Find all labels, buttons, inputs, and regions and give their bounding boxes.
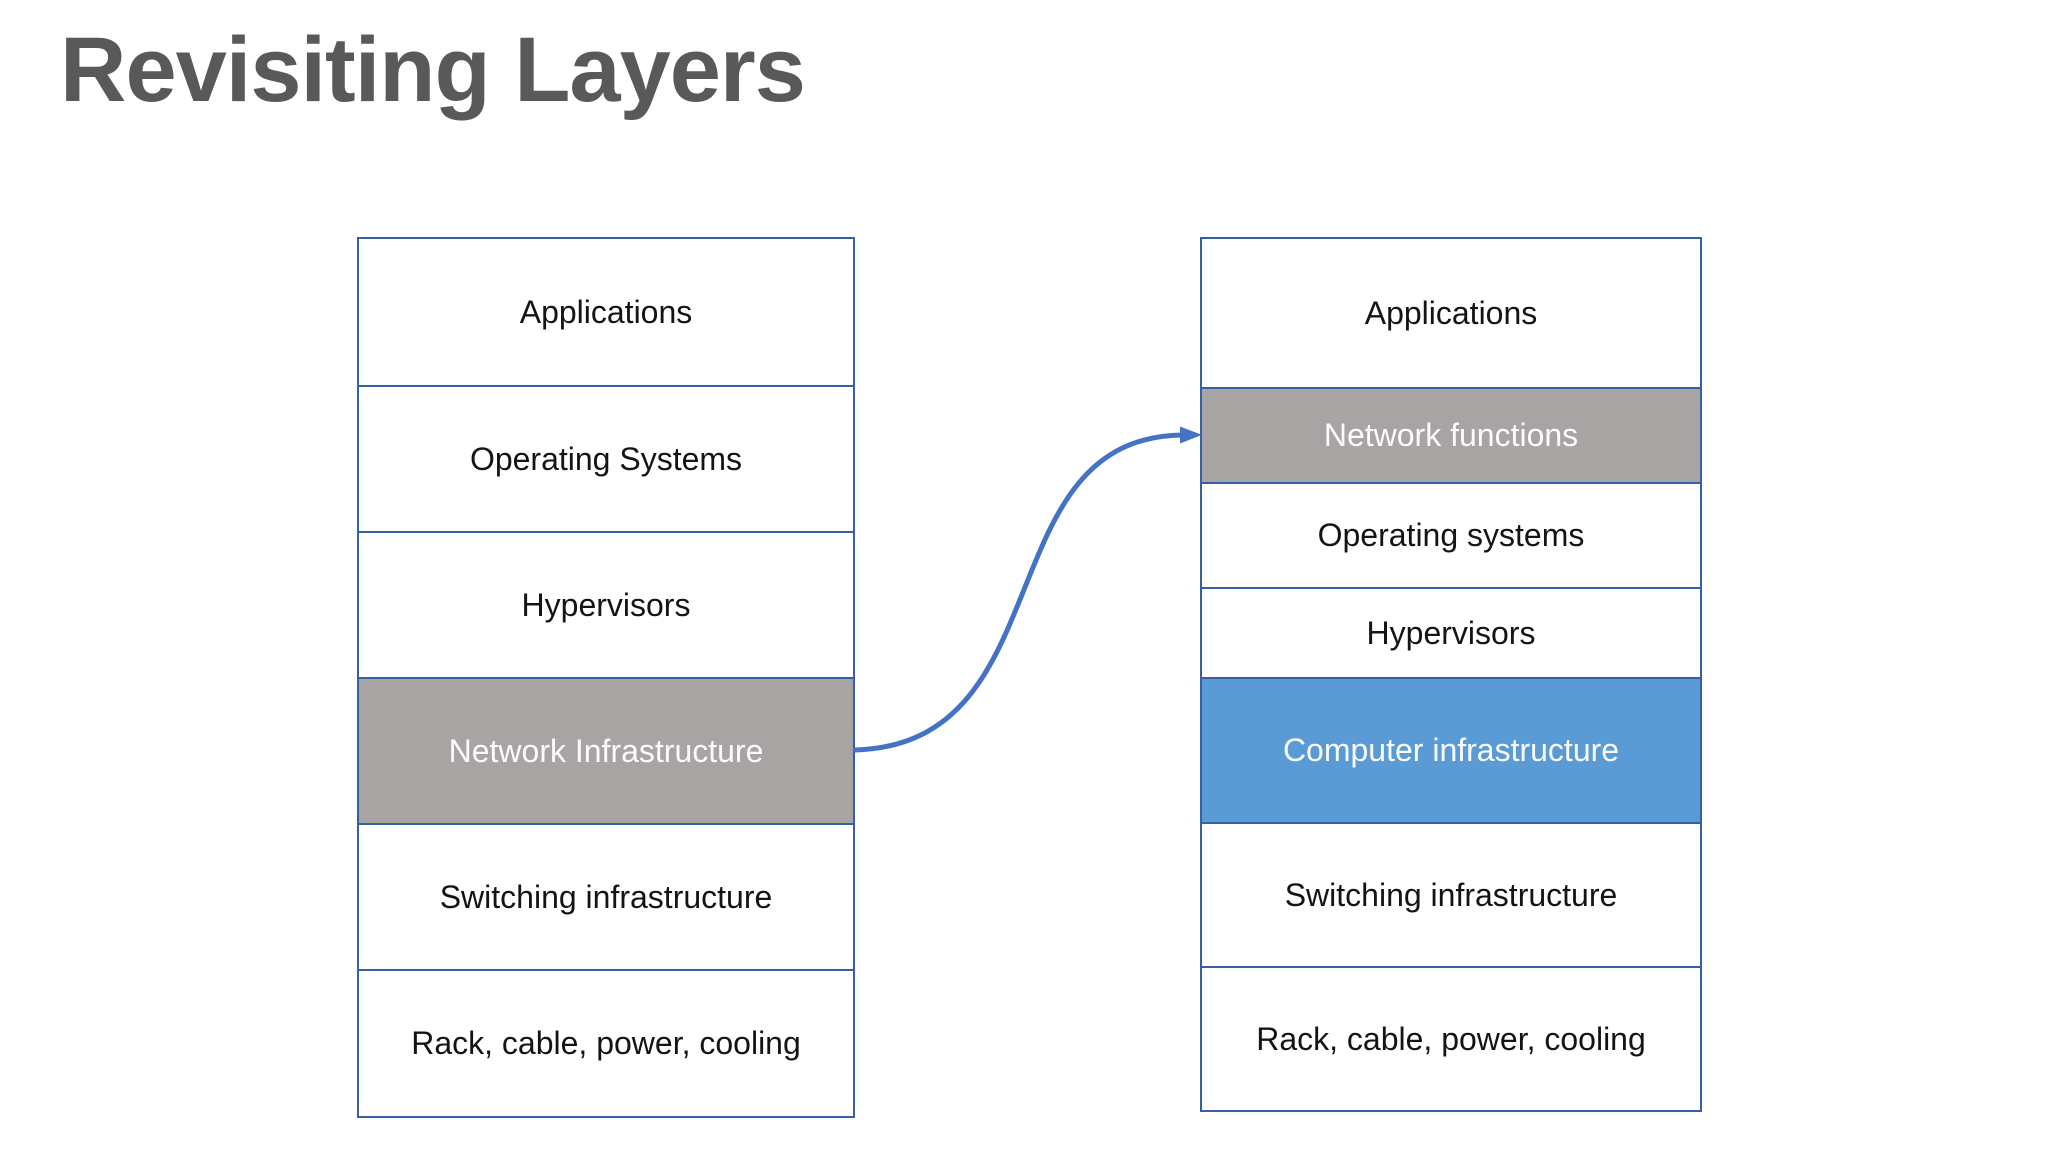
layer-right-applications: Applications [1202,239,1700,387]
slide-title: Revisiting Layers [60,19,806,121]
layer-right-network-functions: Network functions [1202,387,1700,482]
layer-right-rack-cable-power-cooling: Rack, cable, power, cooling [1202,966,1700,1110]
layer-left-network-infrastructure: Network Infrastructure [359,677,853,823]
layer-right-hypervisors: Hypervisors [1202,587,1700,677]
layer-left-applications: Applications [359,239,853,385]
layer-left-hypervisors: Hypervisors [359,531,853,677]
layer-label: Hypervisors [521,586,691,623]
layer-left-operating-systems: Operating Systems [359,385,853,531]
layer-label: Operating systems [1317,517,1585,553]
layer-label: Switching infrastructure [439,878,773,915]
layer-label: Network functions [1323,417,1579,453]
layer-left-rack-cable-power-cooling: Rack, cable, power, cooling [359,969,853,1116]
layer-right-computer-infrastructure: Computer infrastructure [1202,677,1700,822]
layer-left-switching-infrastructure: Switching infrastructure [359,823,853,969]
layer-label: Rack, cable, power, cooling [1256,1020,1646,1057]
layer-stack-right: Applications Network functions Operating… [1200,237,1702,1112]
layer-label: Applications [1364,294,1538,331]
layer-label: Rack, cable, power, cooling [411,1025,801,1061]
layer-right-switching-infrastructure: Switching infrastructure [1202,822,1700,966]
layer-label: Network Infrastructure [448,732,764,769]
layer-label: Hypervisors [1366,614,1536,651]
layer-label: Switching infrastructure [1284,876,1618,913]
layer-label: Applications [519,293,693,330]
layer-stack-left: Applications Operating Systems Hyperviso… [357,237,855,1118]
layer-label: Computer infrastructure [1282,732,1620,768]
layer-right-operating-systems: Operating systems [1202,482,1700,587]
layer-label: Operating Systems [469,440,743,477]
